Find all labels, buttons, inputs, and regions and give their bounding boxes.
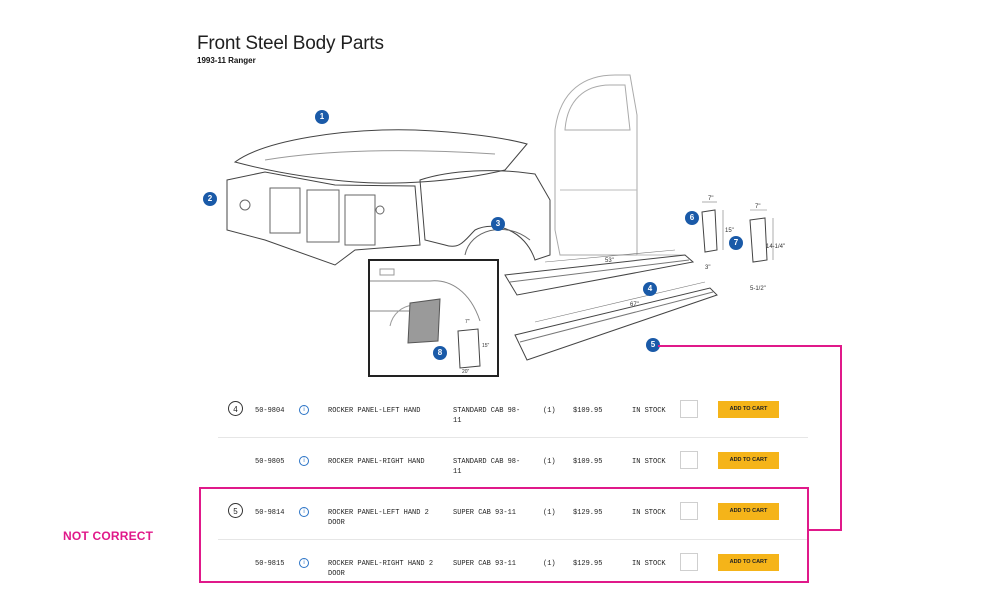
dim-part6-width: 7" [708, 196, 713, 202]
quantity-input[interactable] [680, 502, 698, 520]
add-to-cart-button[interactable]: ADD TO CART [718, 554, 779, 571]
part-qty: (1) [543, 407, 556, 415]
part-fitment: STANDARD CAB 98-11 [453, 407, 521, 425]
dim-rocker-5: 67" [630, 302, 639, 308]
highlight-box [199, 487, 809, 583]
parts-diagram: 53" 67" 7" 15" 3" 7" 14-1/4" 5-1/2" [226, 74, 785, 361]
table-row: 50-9805 i ROCKER PANEL-RIGHT HAND STANDA… [218, 438, 808, 489]
quantity-input[interactable] [680, 553, 698, 571]
callout-7[interactable]: 7 [729, 236, 743, 250]
part-number: 50-9814 [255, 509, 285, 517]
part-price: $109.95 [573, 407, 603, 415]
callout-3[interactable]: 3 [491, 217, 505, 231]
quantity-input[interactable] [680, 451, 698, 469]
part-price: $109.95 [573, 458, 603, 466]
part-qty: (1) [543, 509, 556, 517]
callout-2[interactable]: 2 [203, 192, 217, 206]
dim-part8-width: 7" [465, 319, 470, 325]
table-row: 5 50-9814 i ROCKER PANEL-LEFT HAND 2 DOO… [218, 489, 808, 540]
part-description: ROCKER PANEL-RIGHT HAND [328, 458, 425, 466]
stock-status: IN STOCK [632, 407, 666, 415]
dim-part8-bottom: 20" [462, 369, 470, 375]
part-price: $129.95 [573, 560, 603, 568]
dim-rocker-4: 53" [605, 258, 614, 264]
inset-drawing: 7" 15" 20" [370, 268, 490, 375]
dim-part6-bottom: 3" [705, 265, 710, 271]
info-icon[interactable]: i [299, 558, 309, 568]
part-fitment: SUPER CAB 93-11 [453, 560, 517, 568]
part-number: 50-9805 [255, 458, 285, 466]
part-fitment: STANDARD CAB 98-11 [453, 458, 521, 476]
cab-part [554, 74, 638, 256]
stock-status: IN STOCK [632, 458, 666, 466]
info-icon[interactable]: i [299, 456, 309, 466]
part-description: ROCKER PANEL-RIGHT HAND 2 DOOR [328, 560, 434, 578]
rocker-panel-4-part [504, 254, 695, 296]
table-row: 50-9815 i ROCKER PANEL-RIGHT HAND 2 DOOR… [218, 540, 808, 590]
dim-part7-width: 7" [755, 204, 760, 210]
add-to-cart-button[interactable]: ADD TO CART [718, 452, 779, 469]
inset-detail-part8: 7" 15" 20" [368, 259, 499, 377]
part-number: 50-9815 [255, 560, 285, 568]
callout-1[interactable]: 1 [315, 110, 329, 124]
info-icon[interactable]: i [299, 405, 309, 415]
callout-6[interactable]: 6 [685, 211, 699, 225]
connector-line-top [658, 345, 842, 347]
cab-corner-6-part [701, 209, 718, 253]
dim-part8-height: 15" [482, 343, 490, 349]
callout-5[interactable]: 5 [646, 338, 660, 352]
callout-4[interactable]: 4 [643, 282, 657, 296]
part-price: $129.95 [573, 509, 603, 517]
connector-line-vertical [840, 345, 842, 531]
dim-part7-height: 14-1/4" [766, 244, 785, 250]
stock-status: IN STOCK [632, 560, 666, 568]
vehicle-subtitle: 1993-11 Ranger [197, 56, 256, 65]
row-index-badge: 5 [228, 503, 243, 518]
stock-status: IN STOCK [632, 509, 666, 517]
connector-line-bottom [809, 529, 842, 531]
not-correct-label: NOT CORRECT [63, 529, 154, 543]
part-description: ROCKER PANEL-LEFT HAND [328, 407, 421, 415]
table-row: 4 50-9804 i ROCKER PANEL-LEFT HAND STAND… [218, 387, 808, 438]
callout-8[interactable]: 8 [433, 346, 447, 360]
part-number: 50-9804 [255, 407, 285, 415]
parts-table: 4 50-9804 i ROCKER PANEL-LEFT HAND STAND… [218, 387, 808, 590]
quantity-input[interactable] [680, 400, 698, 418]
part-description: ROCKER PANEL-LEFT HAND 2 DOOR [328, 509, 429, 527]
add-to-cart-button[interactable]: ADD TO CART [718, 401, 779, 418]
inset-part-highlight [407, 298, 441, 344]
part-qty: (1) [543, 458, 556, 466]
radiator-support-part [226, 171, 421, 266]
add-to-cart-button[interactable]: ADD TO CART [718, 503, 779, 520]
dim-part6-height: 15" [725, 228, 734, 234]
part-qty: (1) [543, 560, 556, 568]
row-index-badge: 4 [228, 401, 243, 416]
fender-part [419, 170, 551, 261]
rocker-panel-5-part [514, 287, 718, 361]
info-icon[interactable]: i [299, 507, 309, 517]
cab-corner-7-part [749, 217, 768, 263]
page-title: Front Steel Body Parts [197, 33, 384, 54]
dim-part7-bottom: 5-1/2" [750, 286, 766, 292]
part-fitment: SUPER CAB 93-11 [453, 509, 517, 517]
hood-part [233, 129, 528, 184]
